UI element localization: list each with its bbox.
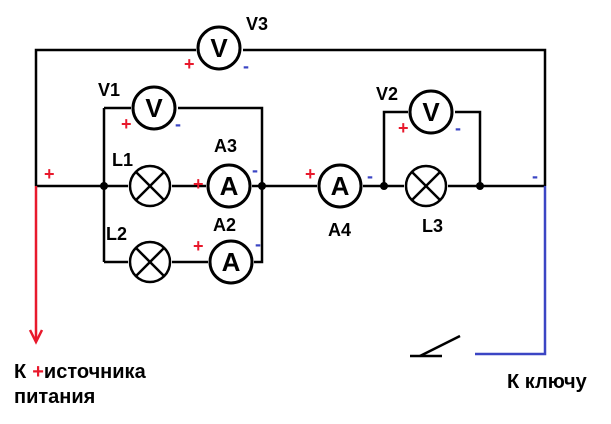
minus-mark: - (367, 166, 373, 186)
minus-mark: - (532, 166, 538, 186)
svg-text:A: A (331, 171, 350, 201)
arrow-to-source (28, 329, 44, 345)
wire-v3-loop (34, 48, 547, 186)
label-l2: L2 (106, 224, 127, 244)
wire-to-key (475, 186, 547, 356)
label-v2: V2 (376, 84, 398, 104)
caption-source-line1: К+источника (14, 361, 147, 383)
junction-node (476, 182, 484, 190)
svg-text:A: A (222, 247, 241, 277)
svg-text:V: V (422, 97, 440, 127)
caption-source-line2: питания (14, 386, 95, 408)
junction-node (258, 182, 266, 190)
svg-text:V: V (145, 93, 163, 123)
plus-mark: + (398, 118, 409, 138)
voltmeter-v1: V (131, 85, 177, 131)
lamp-l2 (128, 240, 172, 284)
label-a3: A3 (214, 136, 237, 156)
svg-text:A: A (220, 171, 239, 201)
ammeter-a2: A (208, 239, 254, 285)
junction-node (100, 182, 108, 190)
plus-mark: + (305, 164, 316, 184)
voltmeter-v2: V (408, 89, 454, 135)
voltmeter-v3: V (196, 25, 242, 71)
plus-mark: + (121, 114, 132, 134)
caption-key: К ключу (507, 371, 588, 393)
svg-text:V: V (210, 33, 228, 63)
lamp-l1 (128, 164, 172, 208)
minus-mark: - (455, 118, 461, 138)
lamp-l3 (404, 164, 448, 208)
minus-mark: - (252, 160, 258, 180)
label-v3: V3 (246, 14, 268, 34)
plus-mark: + (193, 174, 204, 194)
wire-l2-branch (104, 186, 264, 264)
label-a2: A2 (213, 215, 236, 235)
switch-blade (419, 334, 461, 358)
wire-v1-branch (104, 106, 264, 186)
label-l1: L1 (112, 150, 133, 170)
minus-mark: - (175, 114, 181, 134)
plus-mark: + (193, 236, 204, 256)
wire-v2-branch (382, 110, 482, 186)
label-a4: A4 (328, 220, 351, 240)
plus-mark: + (44, 164, 55, 184)
minus-mark: - (255, 234, 261, 254)
ammeter-a3: A (206, 163, 252, 209)
label-l3: L3 (422, 216, 443, 236)
minus-mark: - (243, 56, 249, 76)
label-v1: V1 (98, 80, 120, 100)
plus-mark: + (184, 54, 195, 74)
junction-node (380, 182, 388, 190)
ammeter-a4: A (317, 163, 363, 209)
